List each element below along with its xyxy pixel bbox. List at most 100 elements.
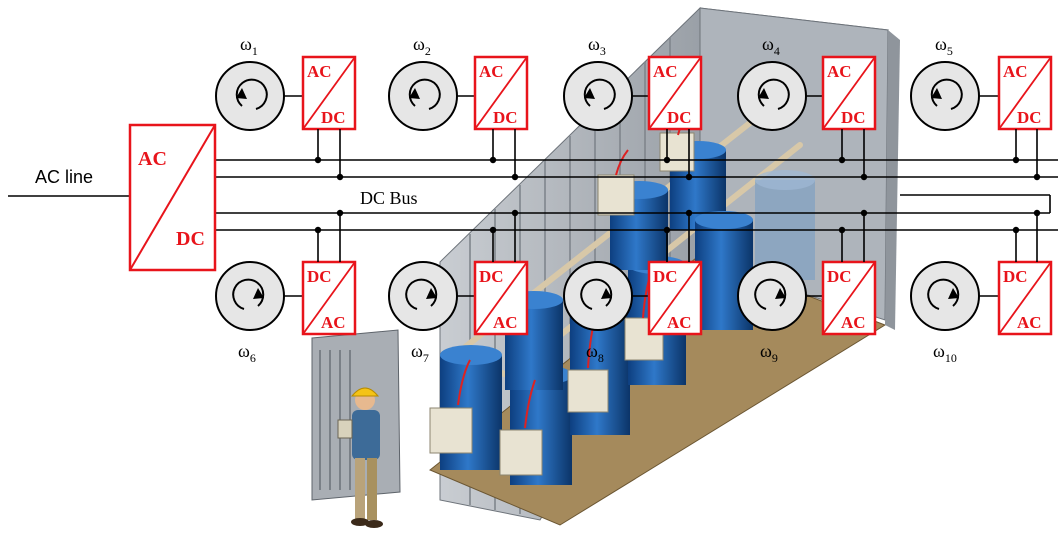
omega-label: ω5 — [935, 34, 953, 58]
flywheel-unit-10: DC AC ω10 — [910, 209, 1053, 365]
omega-label: ω9 — [760, 341, 778, 365]
converter-top-label: DC — [1003, 267, 1028, 286]
omega-label: ω4 — [762, 34, 780, 58]
flywheel-unit-7: DC AC ω7 — [388, 209, 529, 365]
flywheel-icon — [215, 61, 285, 131]
arrowhead-icon — [758, 88, 769, 99]
flywheel-icon — [388, 61, 458, 131]
junction-dot — [1033, 209, 1041, 217]
converter-bottom-label: DC — [321, 108, 346, 127]
flywheel-icon — [910, 61, 980, 131]
converter-bottom-label: AC — [667, 313, 692, 332]
converter-bottom-label: DC — [667, 108, 692, 127]
arrowhead-icon — [236, 88, 247, 99]
junction-dot — [1033, 173, 1041, 181]
converter-diagonal — [998, 56, 1052, 130]
junction-dot — [511, 173, 519, 181]
junction-dot — [860, 173, 868, 181]
junction-dot — [489, 156, 497, 164]
converter-top-label: AC — [653, 62, 678, 81]
converter-top-label: AC — [307, 62, 332, 81]
flywheel-unit-9: DC AC ω9 — [737, 209, 877, 365]
converter-diagonal — [998, 261, 1052, 335]
junction-dot — [838, 226, 846, 234]
arrowhead-icon — [931, 88, 942, 99]
junction-dot — [860, 209, 868, 217]
junction-dot — [314, 156, 322, 164]
flywheel-unit-4: AC DC ω4 — [737, 34, 877, 181]
converter-diagonal — [822, 261, 876, 335]
flywheel-icon — [563, 61, 633, 131]
converter-diagonal — [822, 56, 876, 130]
flywheel-icon — [563, 261, 633, 331]
converter-bottom-label: DC — [493, 108, 518, 127]
worker-figure — [337, 387, 383, 528]
converter-bottom-label: AC — [493, 313, 518, 332]
bus-lines — [8, 159, 1058, 231]
converter-diagonal — [302, 261, 356, 335]
arrowhead-icon — [409, 88, 420, 99]
flywheel-unit-1: AC DC ω1 — [215, 34, 357, 181]
omega-label: ω3 — [588, 34, 606, 58]
junction-dot — [1012, 226, 1020, 234]
flywheel-unit-6: DC AC ω6 — [215, 209, 357, 365]
flywheel-icon — [388, 261, 458, 331]
flywheel-unit-3: AC DC ω3 — [563, 34, 703, 181]
omega-label: ω8 — [586, 341, 604, 365]
junction-dot — [663, 156, 671, 164]
arrowhead-icon — [775, 288, 786, 299]
omega-label: ω10 — [933, 341, 957, 365]
converter-top-label: AC — [479, 62, 504, 81]
flywheel-unit-5: AC DC ω5 — [910, 34, 1053, 181]
omega-label: ω7 — [411, 341, 429, 365]
dc-bus-label: DC Bus — [360, 188, 418, 208]
flywheel-icon — [910, 261, 980, 331]
converter-top-label: DC — [827, 267, 852, 286]
flywheel-icon — [737, 61, 807, 131]
junction-dot — [685, 209, 693, 217]
flywheel-unit-2: AC DC ω2 — [388, 34, 529, 181]
converter-diagonal — [648, 261, 702, 335]
junction-dot — [685, 173, 693, 181]
bottom-units: DC AC ω6 DC AC ω7 DC AC ω8 DC AC ω9 DC AC ω10 — [215, 209, 1053, 365]
junction-dot — [511, 209, 519, 217]
converter-top-label: DC — [307, 267, 332, 286]
omega-label: ω1 — [240, 34, 258, 58]
converter-bottom-label: DC — [841, 108, 866, 127]
omega-label: ω2 — [413, 34, 431, 58]
flywheel-icon — [737, 261, 807, 331]
converter-bottom-label: AC — [1017, 313, 1042, 332]
arrowhead-icon — [584, 88, 595, 99]
converter-top-label: DC — [653, 267, 678, 286]
junction-dot — [663, 226, 671, 234]
arrowhead-icon — [253, 288, 264, 299]
converter-diagonal — [648, 56, 702, 130]
arrowhead-icon — [601, 288, 612, 299]
converter-bottom-label: DC — [1017, 108, 1042, 127]
main-converter: AC DC — [128, 123, 217, 272]
ac-line-label: AC line — [35, 167, 93, 187]
arrowhead-icon — [426, 288, 437, 299]
converter-top-label: DC — [479, 267, 504, 286]
junction-dot — [838, 156, 846, 164]
converter-diagonal — [474, 56, 528, 130]
junction-dot — [1012, 156, 1020, 164]
main-converter-dc-label: DC — [176, 228, 205, 250]
main-converter-ac-label: AC — [138, 148, 167, 170]
cylinder — [499, 365, 572, 485]
junction-dot — [336, 173, 344, 181]
arrowhead-icon — [948, 288, 959, 299]
converter-top-label: AC — [1003, 62, 1028, 81]
omega-label: ω6 — [238, 341, 256, 365]
converter-bottom-label: AC — [321, 313, 346, 332]
junction-dot — [336, 209, 344, 217]
flywheel-cylinders — [429, 109, 815, 485]
converter-top-label: AC — [827, 62, 852, 81]
converter-bottom-label: AC — [841, 313, 866, 332]
junction-dot — [314, 226, 322, 234]
flywheel-unit-8: DC AC ω8 — [563, 209, 703, 365]
container-right-wall — [885, 30, 900, 330]
flywheel-icon — [215, 261, 285, 331]
